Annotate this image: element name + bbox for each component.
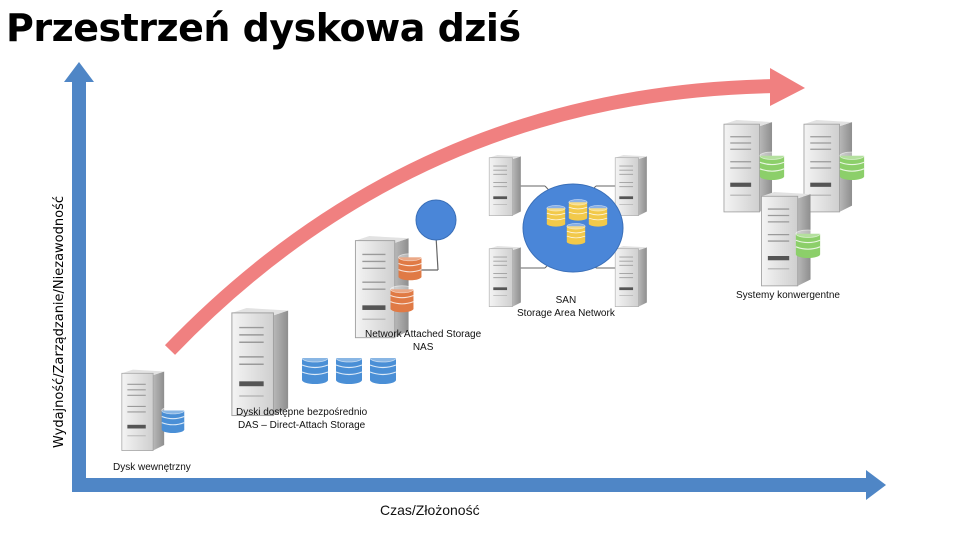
disk-icon [588, 204, 608, 228]
disk-icon [397, 253, 423, 281]
disk-icon [566, 222, 586, 246]
x-axis-label: Czas/Złożoność [380, 502, 480, 518]
san-label-line1: SAN [555, 295, 577, 306]
disk-icon [301, 353, 329, 385]
disk-icon [335, 353, 363, 385]
disk-icon [759, 151, 785, 181]
san-label: SAN Storage Area Network [517, 294, 615, 320]
nas-label-line2: NAS [412, 342, 434, 353]
page-title: Przestrzeń dyskowa dziś [6, 6, 521, 50]
disk-icon [389, 285, 415, 313]
x-axis [72, 470, 886, 500]
nas-label: Network Attached Storage NAS [365, 328, 481, 354]
das-label-line1: Dyski dostępne bezpośrednio [236, 407, 368, 418]
san-label-line2: Storage Area Network [517, 308, 615, 319]
converged-group [723, 120, 865, 287]
internal-disk-server [121, 369, 185, 452]
disk-icon [839, 151, 865, 181]
trend-arrow [164, 68, 805, 355]
network-hub-icon [415, 199, 457, 241]
das-label: Dyski dostępne bezpośrednio DAS – Direct… [236, 406, 367, 432]
disk-icon [369, 353, 397, 385]
disk-icon [546, 204, 566, 228]
y-axis [64, 62, 94, 486]
disk-icon [568, 198, 588, 222]
disk-icon [795, 229, 821, 259]
nas-label-line1: Network Attached Storage [365, 329, 482, 340]
y-axis-label: Wydajność/Zarządzanie/Niezawodność [52, 196, 67, 448]
nas-group [354, 199, 457, 339]
san-group [488, 155, 648, 308]
das-label-line2: DAS – Direct-Attach Storage [237, 420, 366, 431]
converged-label: Systemy konwergentne [736, 290, 840, 301]
disk-icon [161, 406, 185, 434]
internal-disk-label: Dysk wewnętrzny [113, 462, 191, 473]
